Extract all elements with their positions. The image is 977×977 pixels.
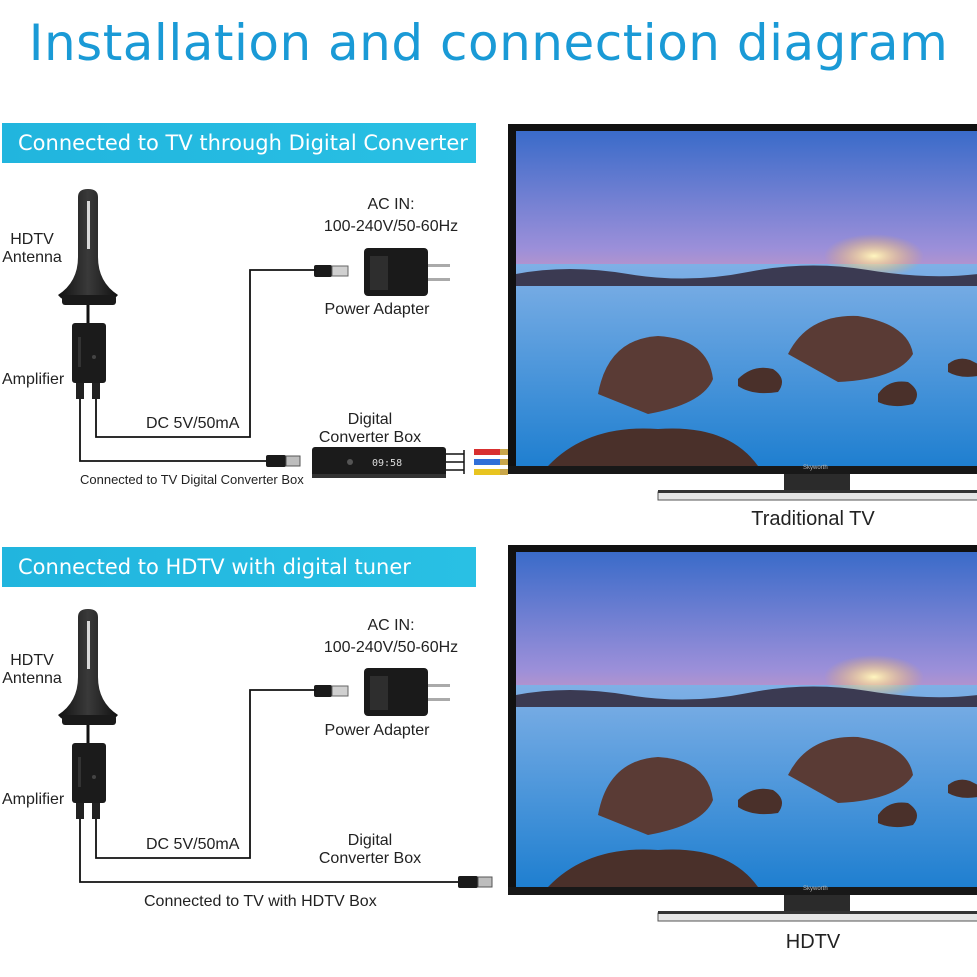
ac-in-line1: AC IN: <box>367 617 415 634</box>
ac-in-label: AC IN: 100-240V/50-60Hz <box>318 196 464 236</box>
ac-in-line1: AC IN: <box>367 196 415 213</box>
converter-box-icon <box>312 447 446 478</box>
section1-cables <box>79 269 316 462</box>
amplifier-label: Amplifier <box>2 791 65 808</box>
converter-label-line1: Digital <box>347 832 393 849</box>
coax-plug-tip <box>477 876 493 888</box>
cable-label: Connected to TV Digital Converter Box <box>80 472 304 487</box>
converter-label: Digital Converter Box <box>310 411 430 447</box>
coax-plug-tip <box>285 455 301 467</box>
power-adapter-label: Power Adapter <box>324 301 430 318</box>
rca-cables <box>446 449 508 475</box>
converter-label-line2: Converter Box <box>318 850 422 867</box>
section2-banner: Connected to HDTV with digital tuner inb… <box>2 547 476 619</box>
page-title: Installation and connection diagram <box>28 14 949 72</box>
antenna-label-line1: HDTV <box>10 231 54 248</box>
section2-cables <box>79 689 462 883</box>
ac-in-line2: 100-240V/50-60Hz <box>323 639 459 656</box>
tv-caption: HDTV <box>785 931 841 953</box>
box-display: 09:58 <box>372 458 402 469</box>
converter-label-line2: Converter Box <box>318 429 422 446</box>
hdtv-icon <box>507 544 977 922</box>
ac-in-line2: 100-240V/50-60Hz <box>323 218 459 235</box>
antenna-label-line2: Antenna <box>2 670 62 687</box>
coax-plug-icon <box>266 455 286 467</box>
antenna-icon <box>56 607 120 821</box>
coax-plug-icon <box>458 876 478 888</box>
tv-brand: Skyworth <box>803 465 828 471</box>
antenna-label: HDTV Antenna <box>0 652 64 688</box>
antenna-icon <box>56 187 120 401</box>
antenna-label-line2: Antenna <box>2 249 62 266</box>
power-adapter-icon <box>313 247 451 297</box>
cable-label: Connected to TV with HDTV Box <box>144 893 377 910</box>
dc-label: DC 5V/50mA <box>146 836 240 853</box>
tv-brand: Skyworth <box>803 886 828 892</box>
ac-in-label: AC IN: 100-240V/50-60Hz <box>318 617 464 657</box>
antenna-label-line1: HDTV <box>10 652 54 669</box>
section1-banner: Connected to TV through Digital Converte… <box>2 123 476 195</box>
tv-caption: Traditional TV <box>751 508 875 530</box>
antenna-label: HDTV Antenna <box>0 231 64 267</box>
traditional-tv-icon <box>507 123 977 501</box>
power-adapter-icon <box>313 667 451 717</box>
converter-label-line1: Digital <box>347 411 393 428</box>
dc-label: DC 5V/50mA <box>146 415 240 432</box>
power-adapter-label: Power Adapter <box>324 722 430 739</box>
amplifier-label: Amplifier <box>2 371 65 388</box>
converter-label: Digital Converter Box <box>310 832 430 868</box>
